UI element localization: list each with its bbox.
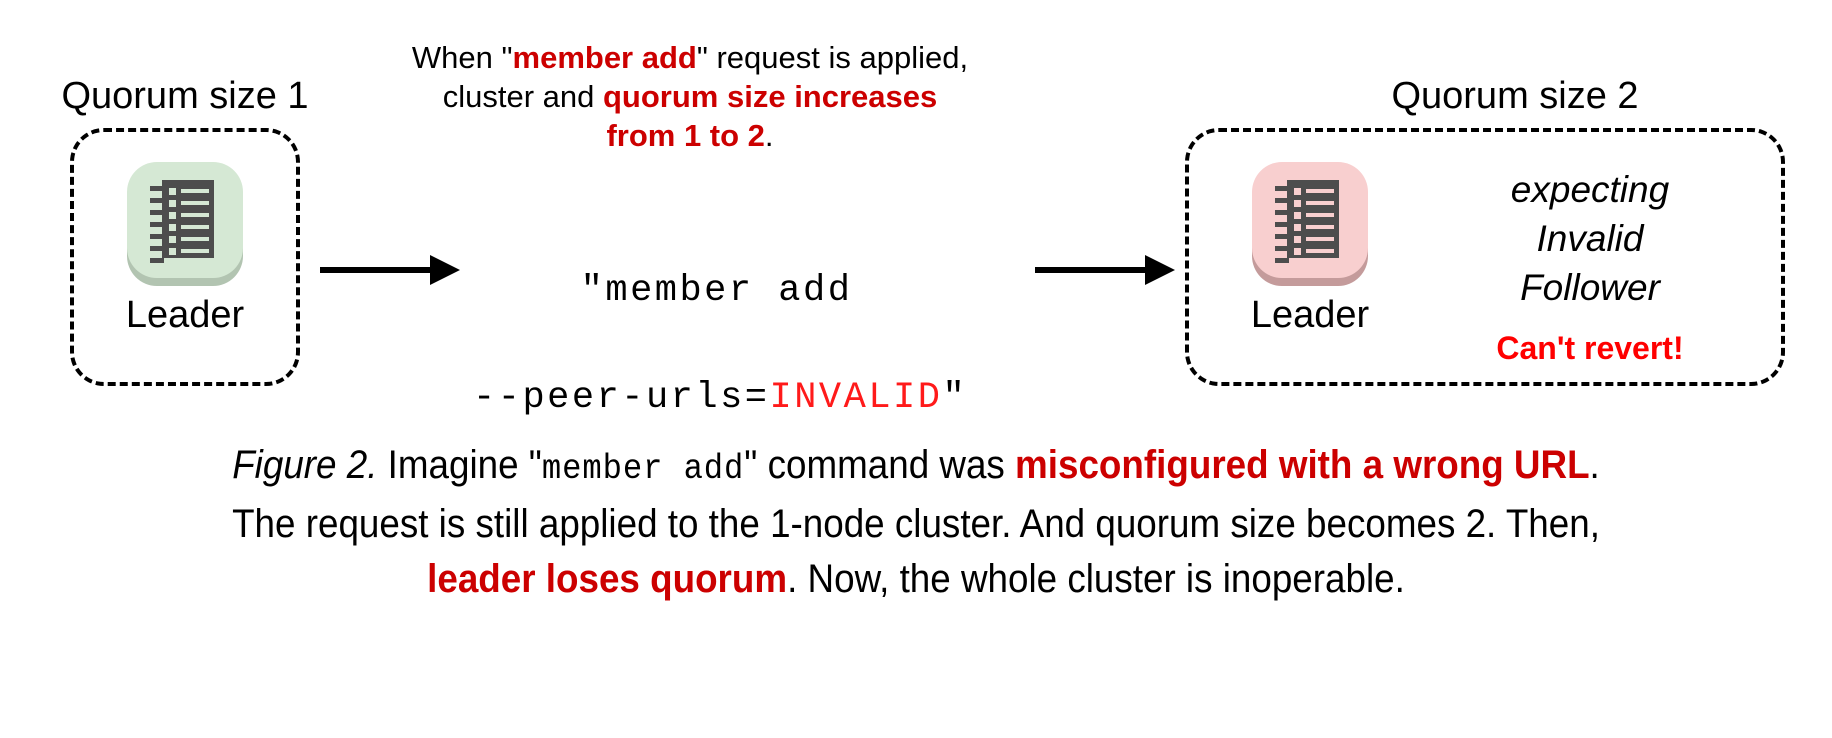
follower-status-text: expecting Invalid Follower [1430,165,1750,312]
cmd-quote-close: " [942,377,968,419]
follower-status-line1: expecting [1510,169,1670,210]
left-cluster-box [70,128,300,386]
annot-line1-b: member add [512,40,697,75]
caption-figure-label: Figure 2. [232,443,378,487]
figure-caption: Figure 2. Imagine "member add" command w… [73,438,1758,607]
follower-status-line3: Follower [1520,267,1660,308]
annot-line1-a: When " [411,40,513,75]
caption-l3-b: . Now, the whole cluster is inoperable. [787,557,1405,601]
annot-line3-c: . [764,118,774,153]
left-node: Leader [120,158,250,334]
caption-line-3: leader loses quorum. Now, the whole clus… [73,552,1758,607]
left-quorum-label: Quorum size 1 [61,75,309,117]
right-quorum-label: Quorum size 2 [1391,75,1639,117]
cant-revert-warning: Can't revert! [1496,330,1684,366]
annot-line1-c: " request is applied, [696,40,969,75]
server-icon [124,158,246,286]
caption-l1-c: . [1589,443,1600,487]
annotation-text: When "member add" request is applied, cl… [400,38,980,155]
arrow-right-icon-right [1035,255,1175,285]
caption-l1-highlight: misconfigured with a wrong URL [1015,443,1590,487]
cmd-line2-prefix: --peer-urls= [473,377,770,419]
caption-l1-a: Imagine " [377,443,542,487]
caption-l3-highlight: leader loses quorum [427,557,788,601]
cmd-line2-value: INVALID [769,377,943,419]
server-icon [1249,158,1371,286]
right-node-label: Leader [1250,294,1370,336]
caption-line-2: The request is still applied to the 1-no… [232,502,1600,546]
annot-line2-b: quorum size increases [603,79,938,114]
cmd-line1: member add [605,270,853,312]
annot-line3-b: from 1 to 2 [606,118,765,153]
caption-line-1: Figure 2. Imagine "member add" command w… [73,438,1758,497]
follower-status-line2: Invalid [1536,218,1644,259]
cmd-quote-open: " [580,270,606,312]
left-node-label: Leader [125,294,245,336]
caption-l1-mono: member add [541,449,745,489]
caption-l1-b: " command was [744,443,1016,487]
command-text: "member add --peer-urls=INVALID" [420,210,965,476]
right-node: Leader [1235,158,1385,334]
annot-line2-a: cluster and [442,79,603,114]
right-cluster-box [1185,128,1785,386]
arrow-right-icon-left [320,255,460,285]
